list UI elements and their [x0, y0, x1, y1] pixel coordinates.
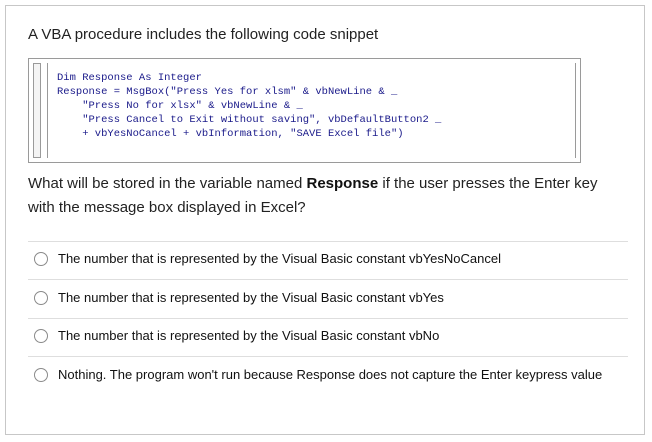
- radio-button[interactable]: [34, 291, 48, 305]
- option-2[interactable]: The number that is represented by the Vi…: [28, 288, 628, 308]
- intro-text: A VBA procedure includes the following c…: [28, 26, 379, 43]
- radio-button[interactable]: [34, 252, 48, 266]
- question-before: What will be stored in the variable name…: [28, 175, 307, 192]
- option-label: Nothing. The program won't run because R…: [58, 367, 603, 382]
- code-right-border: [575, 63, 576, 158]
- option-divider: [28, 241, 628, 242]
- code-line: "Press Cancel to Exit without saving", v…: [57, 114, 442, 126]
- code-snippet: Dim Response As Integer Response = MsgBo…: [57, 71, 441, 141]
- option-label: The number that is represented by the Vi…: [58, 251, 501, 266]
- question-text: What will be stored in the variable name…: [28, 172, 628, 220]
- code-gutter-divider: [47, 63, 48, 158]
- code-line: Dim Response As Integer: [57, 72, 202, 84]
- option-1[interactable]: The number that is represented by the Vi…: [28, 249, 628, 269]
- code-line: Response = MsgBox("Press Yes for xlsm" &…: [57, 86, 398, 98]
- option-label: The number that is represented by the Vi…: [58, 328, 440, 343]
- code-line: "Press No for xlsx" & vbNewLine & _: [57, 100, 303, 112]
- radio-button[interactable]: [34, 329, 48, 343]
- code-gutter: [33, 63, 41, 158]
- option-divider: [28, 356, 628, 357]
- code-snippet-box: Dim Response As Integer Response = MsgBo…: [28, 58, 581, 163]
- question-card: A VBA procedure includes the following c…: [5, 5, 645, 435]
- question-after: if the user presses the Enter key with t…: [28, 175, 598, 216]
- code-line: + vbYesNoCancel + vbInformation, "SAVE E…: [57, 128, 404, 140]
- option-3[interactable]: The number that is represented by the Vi…: [28, 326, 628, 346]
- question-keyword: Response: [306, 175, 379, 192]
- option-divider: [28, 318, 628, 319]
- option-4[interactable]: Nothing. The program won't run because R…: [28, 365, 628, 385]
- option-label: The number that is represented by the Vi…: [58, 290, 444, 305]
- option-divider: [28, 279, 628, 280]
- radio-button[interactable]: [34, 368, 48, 382]
